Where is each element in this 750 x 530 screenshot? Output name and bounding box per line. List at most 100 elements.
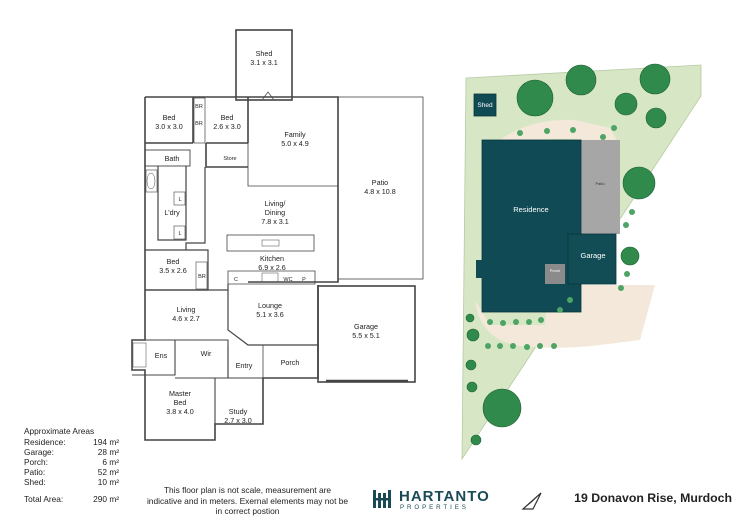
house-outline-lower [131, 285, 319, 441]
robe-label-2: BR [195, 121, 203, 127]
master-label: Master [169, 389, 192, 398]
tree [565, 64, 597, 96]
kitchen-size: 6.9 x 2.6 [258, 263, 286, 272]
site-residence [481, 139, 582, 313]
disclaimer-line: This floor plan is not scale, measuremen… [163, 485, 332, 495]
disclaimer-line: in correct postion [215, 506, 280, 516]
living-dining-label-1: Living/ [265, 199, 286, 208]
tree [466, 328, 480, 342]
disclaimer-line: indicative and in meters. Exernal elemen… [146, 495, 349, 506]
living-label: Living [177, 305, 196, 314]
room-labels: Shed 3.1 x 3.1 Bed 3.0 x 3.0 Bed 2.6 x 3… [155, 49, 396, 425]
shed-outline [235, 29, 293, 101]
site-shrubs [485, 125, 635, 350]
bed1-label: Bed [163, 113, 176, 122]
site-patio [580, 140, 620, 234]
total-value: 290 m² [93, 494, 119, 505]
area-label: Patio: [24, 466, 46, 477]
site-plan: Shed Residence Garage Patio Porch [461, 63, 702, 461]
linen-label-2: L [178, 231, 181, 237]
site-shed-label: Shed [477, 102, 493, 109]
site-trees [465, 63, 671, 446]
master-size: 3.8 x 4.0 [166, 407, 194, 416]
site-garage [567, 233, 617, 285]
robe-label-3: BR [198, 274, 206, 280]
ensuite-label: Ens [155, 351, 168, 360]
brand-subtitle: PROPERTIES [400, 504, 469, 511]
area-row: Garage: 28 m² [24, 446, 119, 458]
family-size: 5.0 x 4.9 [281, 139, 309, 148]
approximate-areas: Approximate Areas Residence: 194 m² Garag… [24, 426, 119, 505]
bath-label: Bath [165, 154, 180, 163]
site-paving [475, 285, 655, 348]
linen-label-1: L [178, 197, 181, 203]
laundry-label: L'dry [164, 208, 180, 217]
total-label: Total Area: [24, 494, 64, 505]
tree [482, 388, 522, 428]
family-label: Family [284, 130, 306, 139]
site-porch-label: Porch [550, 268, 560, 273]
study-size: 2.7 x 3.0 [224, 416, 252, 425]
area-label: Residence: [24, 436, 66, 447]
robe-label-1: BR [195, 104, 203, 110]
garage-label: Garage [354, 322, 378, 331]
tree [645, 107, 667, 129]
lounge-size: 5.1 x 3.6 [256, 310, 284, 319]
area-label: Garage: [24, 446, 54, 457]
areas-heading: Approximate Areas [24, 426, 95, 436]
area-row: Shed: 10 m² [24, 476, 119, 488]
tree [465, 313, 475, 323]
living-dining-label-2: Dining [265, 208, 285, 217]
site-residence-label: Residence [513, 205, 548, 214]
area-total-row: Total Area: 290 m² [24, 495, 119, 505]
patio-size: 4.8 x 10.8 [364, 187, 396, 196]
tree [622, 166, 656, 200]
tree [516, 79, 554, 117]
area-value: 10 m² [97, 476, 119, 487]
kitchen-island [226, 234, 315, 252]
area-row: Porch:6 m² [24, 456, 119, 468]
bed2-size: 2.6 x 3.0 [213, 122, 241, 131]
wir-label: Wir [201, 349, 212, 358]
tree [470, 434, 482, 446]
lounge-label: Lounge [258, 301, 282, 310]
area-value: 52 m² [97, 466, 119, 477]
area-value: 194 m² [93, 436, 119, 447]
area-value: 6 m² [102, 456, 119, 467]
site-patio-label: Patio [595, 181, 605, 186]
bed3-label: Bed [167, 257, 180, 266]
pantry-label: P [302, 277, 306, 283]
site-shed [473, 93, 497, 117]
master-label-2: Bed [174, 398, 187, 407]
bed3-size: 3.5 x 2.6 [159, 266, 187, 275]
porch-label: Porch [281, 358, 300, 367]
wc-label: WC [283, 277, 292, 283]
tree [620, 246, 640, 266]
kitchen-label: Kitchen [260, 254, 284, 263]
area-row: Patio: 52 m² [24, 466, 119, 478]
brand-name: HARTANTO [399, 488, 490, 505]
floor-plan [131, 29, 424, 441]
tree [466, 381, 478, 393]
area-row: Residence: 194 m² [24, 436, 119, 448]
living-size: 4.6 x 2.7 [172, 314, 200, 323]
disclaimer: This floor plan is not scale, measuremen… [140, 485, 355, 517]
shed-size: 3.1 x 3.1 [250, 58, 278, 67]
store-label: Store [223, 156, 236, 162]
entry-label: Entry [236, 361, 253, 370]
hartanto-logo-icon [373, 490, 391, 508]
brand-logo: HARTANTO PROPERTIES [372, 486, 507, 516]
garage-size: 5.5 x 5.1 [352, 331, 380, 340]
north-arrow-icon [521, 492, 542, 510]
area-label: Shed: [24, 476, 46, 487]
patio-label: Patio [372, 178, 388, 187]
patio-outline [337, 96, 424, 280]
site-garage-label: Garage [580, 251, 605, 260]
cupboard-label: C [234, 277, 238, 283]
living-dining-size: 7.8 x 3.1 [261, 217, 289, 226]
area-value: 28 m² [97, 446, 119, 457]
shed-label: Shed [256, 49, 273, 58]
tree [614, 92, 638, 116]
tree [639, 63, 671, 95]
